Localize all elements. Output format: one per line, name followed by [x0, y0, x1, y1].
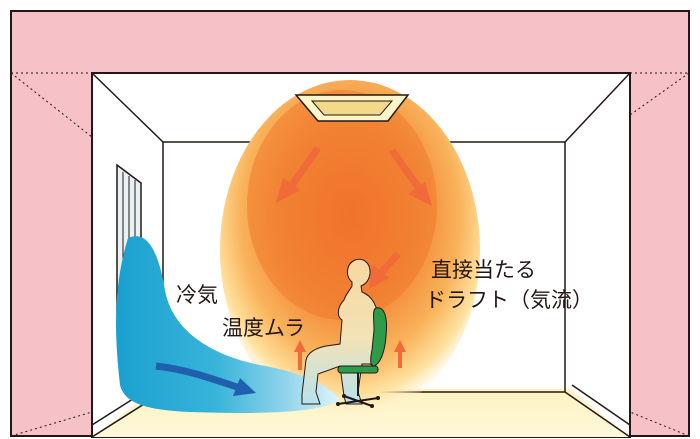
cold-air-label: 冷気 [176, 283, 218, 307]
temperature-unevenness-label: 温度ムラ [222, 316, 305, 340]
warm-air-core [247, 90, 437, 320]
ceiling-air-conditioner-icon [294, 94, 410, 122]
warm-airflow-arrows [276, 145, 432, 370]
cold-air-arrow-icon [155, 362, 256, 396]
direct-draft-label-line1: 直接当たる [431, 258, 536, 282]
office-chair-icon [336, 307, 387, 408]
direct-draft-label-line2: ドラフト（気流） [425, 288, 593, 312]
perspective-guides [10, 72, 690, 437]
